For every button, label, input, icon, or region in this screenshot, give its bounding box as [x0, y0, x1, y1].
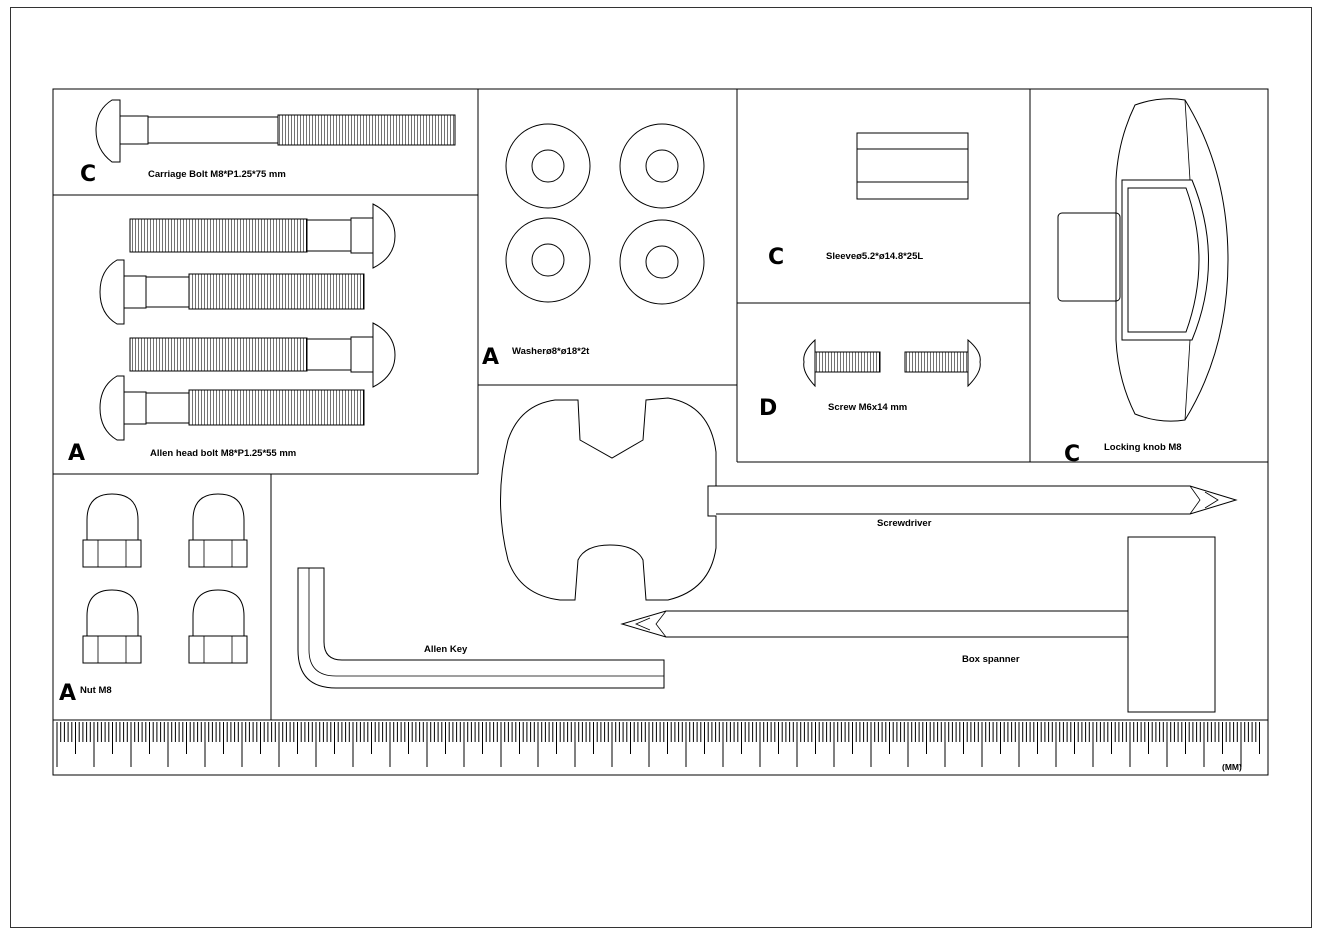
- washer-drawing: [505, 123, 705, 305]
- box-spanner-label: Box spanner: [962, 654, 1020, 665]
- screwdriver-label: Screwdriver: [877, 518, 932, 529]
- box-spanner-drawing: [620, 536, 1216, 713]
- nut-letter: A: [59, 681, 76, 706]
- carriage-bolt-drawing: [95, 99, 456, 163]
- page-frame: [10, 7, 1312, 928]
- sleeve-drawing: [856, 132, 969, 200]
- screwdriver-drawing: [500, 397, 1238, 601]
- allen-key-label: Allen Key: [424, 644, 468, 655]
- allen-key-drawing: [297, 567, 665, 689]
- ruler: [56, 722, 1260, 767]
- sleeve-label: Sleeveø5.2*ø14.8*25L: [826, 251, 923, 262]
- locking-knob-drawing: [1057, 98, 1229, 422]
- carriage-bolt-letter: C: [80, 162, 96, 187]
- ruler-unit: (MM): [1222, 762, 1242, 772]
- screw-drawing: [803, 338, 981, 388]
- diagram-grid: [52, 88, 1269, 776]
- nut-drawing: [82, 493, 248, 664]
- knob-letter: C: [1064, 442, 1080, 467]
- allen-bolt-letter: A: [68, 441, 85, 466]
- knob-label: Locking knob M8: [1104, 442, 1182, 453]
- screw-letter: D: [759, 396, 777, 421]
- sleeve-letter: C: [768, 245, 784, 270]
- carriage-bolt-label: Carriage Bolt M8*P1.25*75 mm: [148, 169, 286, 180]
- nut-label: Nut M8: [80, 685, 112, 696]
- allen-bolt-label: Allen head bolt M8*P1.25*55 mm: [150, 448, 296, 459]
- screw-label: Screw M6x14 mm: [828, 402, 907, 413]
- washer-letter: A: [482, 345, 499, 370]
- washer-label: Washerø8*ø18*2t: [512, 346, 590, 357]
- allen-bolt-drawing: [99, 203, 396, 441]
